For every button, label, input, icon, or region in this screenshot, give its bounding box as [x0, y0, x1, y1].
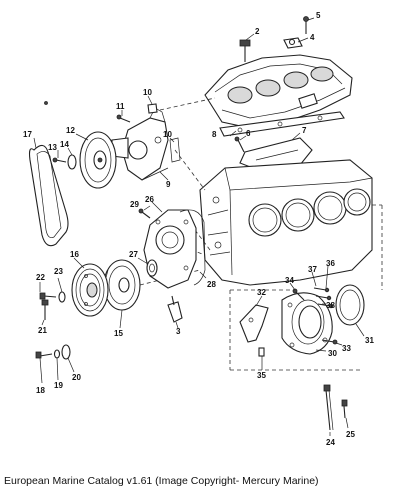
- callout-22: 22: [36, 273, 45, 282]
- bracket-4: [283, 37, 303, 49]
- bolt-21: [41, 299, 49, 320]
- bolt-22: [39, 292, 57, 300]
- image-caption: European Marine Catalog v1.61 (Image Cop…: [4, 475, 319, 487]
- exploded-engine-diagram: 5 2 4 10 11 8 6 7 12 10 17 13 14 9 29 26…: [23, 11, 383, 447]
- water-pump-pulley: [79, 131, 117, 189]
- bolt-34: [292, 288, 305, 301]
- callout-34: 34: [285, 276, 294, 285]
- water-pump: [111, 107, 169, 181]
- rear-main-housing: [281, 292, 333, 355]
- callout-12: 12: [66, 126, 75, 135]
- callout-27: 27: [129, 250, 138, 259]
- callout-20: 20: [72, 373, 81, 382]
- bolts-36-38: [313, 287, 334, 309]
- pump-gasket-10b: [169, 137, 181, 163]
- timing-cover-gasket: [179, 209, 206, 286]
- callout-32: 32: [257, 288, 266, 297]
- bolt-33: [321, 339, 338, 345]
- callout-18: 18: [36, 386, 45, 395]
- dipstick-24: [323, 384, 334, 431]
- manifold-gasket: [219, 111, 345, 137]
- callout-9: 9: [166, 180, 171, 189]
- callout-31: 31: [365, 336, 374, 345]
- harmonic-balancer: [103, 259, 141, 311]
- callout-labels: 5 2 4 10 11 8 6 7 12 10 17 13 14 9 29 26…: [23, 11, 374, 447]
- washer-19: [53, 349, 61, 359]
- callout-4: 4: [310, 33, 315, 42]
- screw-6: [234, 136, 245, 153]
- seal-retainer-32: [239, 304, 269, 343]
- cylinder-block: [199, 159, 373, 286]
- callout-13: 13: [48, 143, 57, 152]
- callout-2: 2: [255, 27, 260, 36]
- drive-belt: [28, 144, 69, 247]
- reference-dot: [44, 101, 48, 105]
- callout-10-side: 10: [163, 130, 172, 139]
- intake-manifold: [204, 54, 353, 129]
- crankshaft-pulley: [71, 263, 109, 317]
- leader-lines: [33, 17, 365, 436]
- callout-25: 25: [346, 430, 355, 439]
- callout-6: 6: [246, 129, 251, 138]
- callout-5: 5: [316, 11, 321, 20]
- timing-pointer-3: [167, 295, 183, 323]
- callout-16: 16: [70, 250, 79, 259]
- callout-29: 29: [130, 200, 139, 209]
- pump-bolt-11: [116, 114, 131, 123]
- bolt-29: [138, 208, 151, 219]
- intake-bolt: [239, 39, 251, 62]
- stud-5: [303, 16, 309, 34]
- plug-35: [258, 347, 265, 357]
- callout-17: 17: [23, 130, 32, 139]
- callout-11: 11: [116, 102, 125, 111]
- oil-seal-27: [146, 259, 158, 277]
- callout-23: 23: [54, 267, 63, 276]
- hub-20: [61, 344, 71, 360]
- washer-23: [58, 291, 66, 303]
- callout-38: 38: [326, 301, 335, 310]
- callout-8: 8: [212, 130, 217, 139]
- callout-24: 24: [326, 438, 335, 447]
- callout-15: 15: [114, 329, 123, 338]
- callout-33: 33: [342, 344, 351, 353]
- callout-21: 21: [38, 326, 47, 335]
- callout-35: 35: [257, 371, 266, 380]
- bolt-13: [52, 157, 67, 163]
- callout-30: 30: [328, 349, 337, 358]
- callout-37: 37: [308, 265, 317, 274]
- callout-14: 14: [60, 140, 69, 149]
- plug-25: [341, 399, 348, 419]
- callout-7: 7: [302, 126, 307, 135]
- callout-28: 28: [207, 280, 216, 289]
- callout-10-top: 10: [143, 88, 152, 97]
- bolt-18: [35, 351, 53, 359]
- callout-19: 19: [54, 381, 63, 390]
- pump-fitting-10a: [147, 103, 158, 114]
- rear-main-seal-31: [335, 284, 365, 326]
- callout-3: 3: [176, 327, 181, 336]
- spacer-14: [67, 154, 77, 170]
- callout-26: 26: [145, 195, 154, 204]
- callout-36: 36: [326, 259, 335, 268]
